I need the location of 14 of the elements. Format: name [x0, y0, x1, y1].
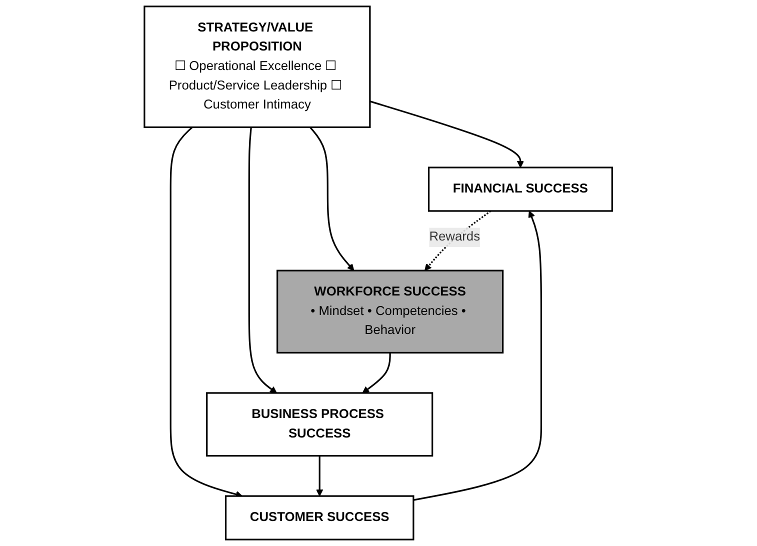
arrow: [316, 456, 324, 496]
arrow: [370, 100, 524, 168]
node-box: WORKFORCE SUCCESS • Mindset • Competencies • Behavior: [276, 270, 504, 354]
arrow: [362, 352, 392, 394]
arrow: [424, 210, 492, 271]
arrow: [413, 210, 542, 501]
node-box: CUSTOMER SUCCESS: [225, 495, 414, 540]
node-box: STRATEGY/VALUE PROPOSITION ☐ Operational Excellence ☐ Product/Service Leadership ☐ Customer Intimacy: [144, 6, 371, 128]
arrow: [310, 126, 354, 271]
node-box: BUSINESS PROCESS SUCCESS: [206, 392, 434, 457]
arrow: [170, 126, 243, 498]
edge-label: Rewards: [429, 230, 480, 244]
arrow: [248, 127, 278, 394]
node-box: FINANCIAL SUCCESS: [428, 166, 614, 212]
